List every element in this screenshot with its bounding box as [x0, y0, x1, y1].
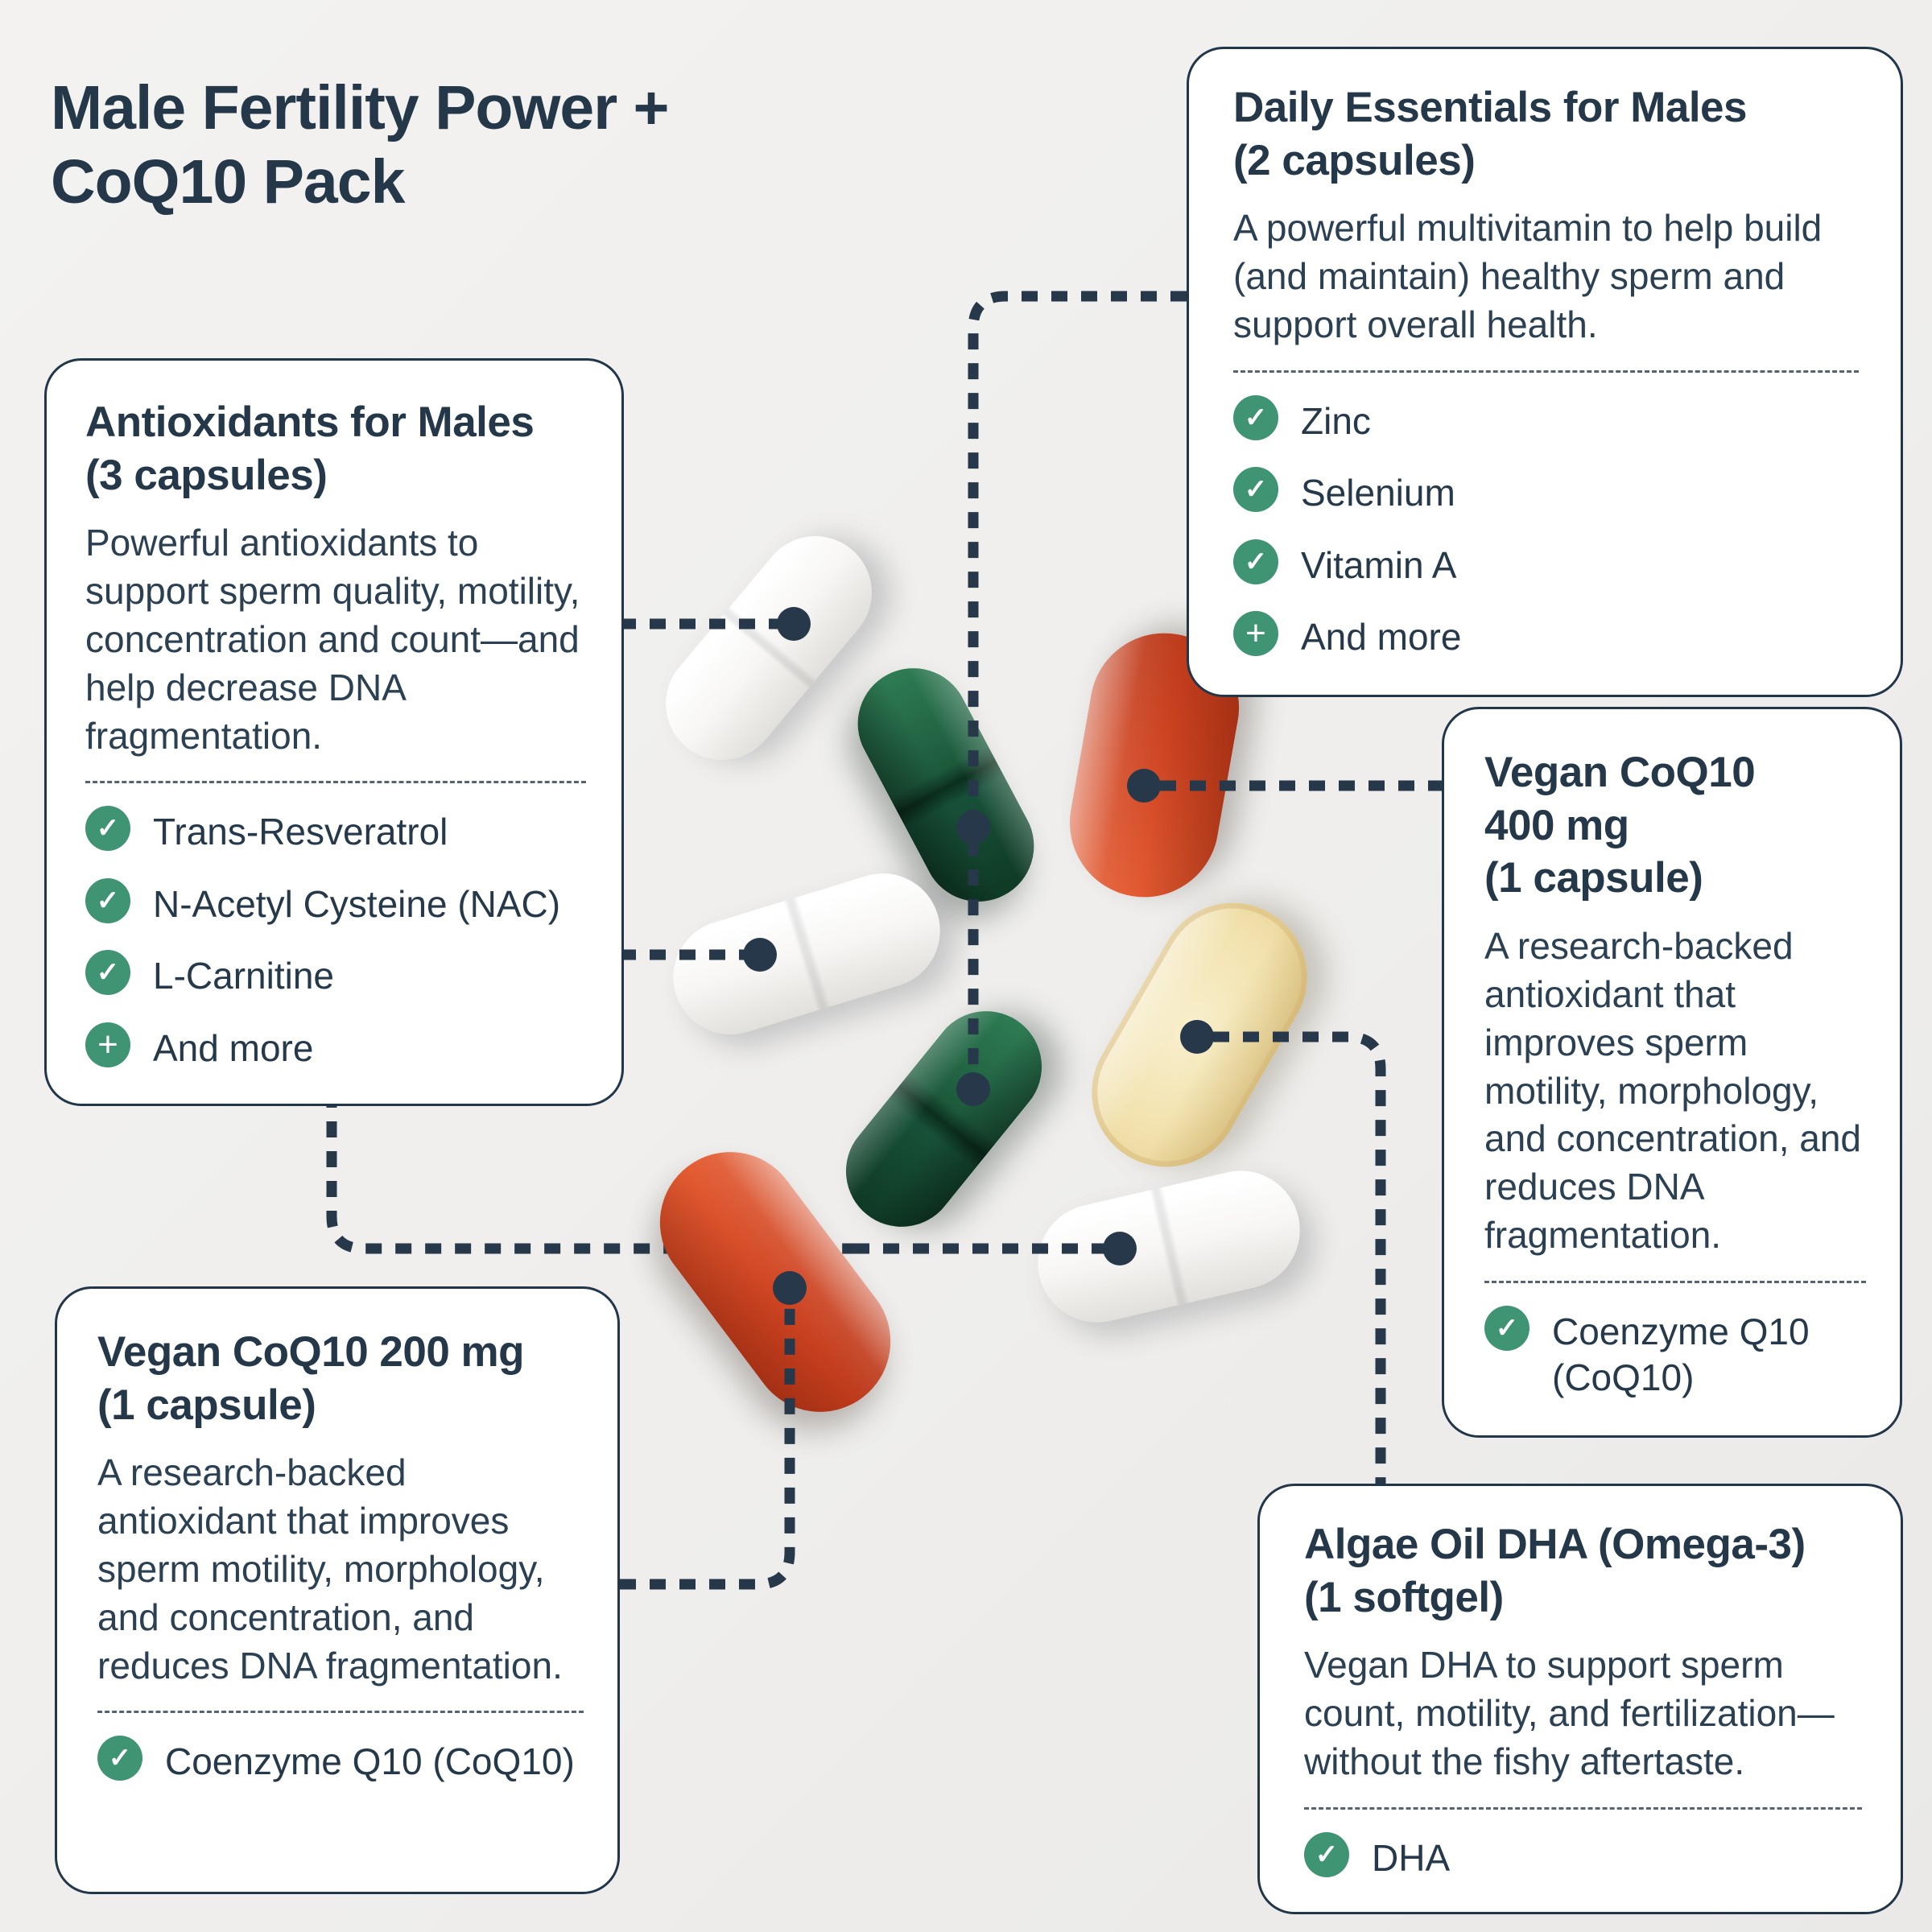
check-icon: ✓ [1233, 394, 1278, 440]
list-item: ✓ Selenium [1233, 465, 1859, 517]
callout-vegan-coq10-400: Vegan CoQ10 400 mg (1 capsule) A researc… [1442, 707, 1902, 1438]
list-item-label: L-Carnitine [153, 955, 334, 997]
callout-title-capsules: (1 softgel) [1304, 1573, 1504, 1621]
list-item-label: Zinc [1301, 399, 1371, 442]
connector-daily-essentials [968, 291, 1187, 1073]
callout-vegan-coq10-200: Vegan CoQ10 200 mg (1 capsule) A researc… [55, 1286, 620, 1894]
callout-description: Vegan DHA to support sperm count, motili… [1304, 1644, 1835, 1783]
callout-title: Daily Essentials for Males [1233, 84, 1748, 131]
callout-title-capsules: (1 capsule) [1484, 854, 1703, 902]
anchor-dot-white-capsule-1 [777, 607, 811, 641]
anchor-dot-green-capsule-2 [956, 1072, 990, 1106]
plus-icon: + [1233, 611, 1278, 657]
list-item-label: Selenium [1301, 472, 1455, 514]
dashed-divider [85, 781, 586, 784]
callout-title-capsules: (2 capsules) [1233, 136, 1476, 184]
list-item: ✓ Zinc [1233, 394, 1859, 445]
list-item-label: Trans-Resveratrol [153, 811, 448, 853]
anchor-dot-yellow-softgel [1180, 1020, 1214, 1054]
callout-description: A research-backed antioxidant that impro… [97, 1451, 563, 1686]
check-icon: ✓ [85, 877, 130, 923]
callout-description: Powerful antioxidants to support sperm q… [85, 522, 580, 757]
callout-title: Algae Oil DHA (Omega-3) [1304, 1521, 1806, 1568]
check-icon: ✓ [1304, 1831, 1349, 1877]
callout-algae-oil-dha: Algae Oil DHA (Omega-3) (1 softgel) Vega… [1257, 1484, 1903, 1915]
check-icon: ✓ [85, 950, 130, 996]
list-item: ✓ L-Carnitine [85, 948, 586, 1000]
page-title: Male Fertility Power + CoQ10 Pack [51, 71, 670, 220]
anchor-dot-red-capsule-2 [773, 1271, 807, 1305]
connector-antioxidants-capsule3 [326, 1002, 853, 1254]
callout-title-dose: 400 mg [1484, 801, 1629, 849]
list-item: + And more [85, 1021, 586, 1072]
check-icon: ✓ [1233, 539, 1278, 584]
callout-title: Vegan CoQ10 [1484, 749, 1756, 796]
list-item: ✓ Coenzyme Q10 (CoQ10) [1484, 1304, 1866, 1402]
callout-antioxidants: Antioxidants for Males (3 capsules) Powe… [44, 358, 624, 1107]
list-item: ✓ DHA [1304, 1831, 1862, 1882]
list-item-label: DHA [1372, 1836, 1451, 1879]
page-title-line1: Male Fertility Power + [51, 73, 670, 142]
list-item: + And more [1233, 609, 1859, 661]
callout-description: A powerful multivitamin to help build (a… [1233, 207, 1823, 346]
callout-title-capsules: (1 capsule) [97, 1381, 316, 1429]
page-title-line2: CoQ10 Pack [51, 147, 405, 217]
anchor-dot-white-capsule-2 [743, 938, 777, 972]
list-item: ✓ Coenzyme Q10 (CoQ10) [97, 1734, 584, 1785]
callout-title: Antioxidants for Males [85, 398, 535, 446]
dashed-divider [97, 1711, 584, 1714]
check-icon: ✓ [1484, 1305, 1530, 1351]
list-item: ✓ Trans-Resveratrol [85, 804, 586, 856]
plus-icon: + [85, 1022, 130, 1067]
list-item: ✓ N-Acetyl Cysteine (NAC) [85, 877, 586, 928]
list-item-label: Vitamin A [1301, 543, 1457, 586]
check-icon: ✓ [1233, 467, 1278, 513]
dashed-divider [1233, 369, 1859, 373]
list-item-label: Coenzyme Q10 (CoQ10) [1552, 1310, 1810, 1399]
list-item-label: And more [1301, 616, 1462, 658]
anchor-dot-white-capsule-3 [1103, 1232, 1137, 1265]
dashed-divider [1304, 1806, 1862, 1810]
list-item: ✓ Vitamin A [1233, 538, 1859, 589]
check-icon: ✓ [97, 1736, 142, 1781]
anchor-dot-red-capsule-1 [1127, 769, 1161, 803]
list-item-label: Coenzyme Q10 (CoQ10) [165, 1740, 575, 1783]
callout-description: A research-backed antioxidant that impro… [1484, 925, 1862, 1256]
list-item-label: And more [153, 1026, 314, 1069]
connector-algae-dha [1213, 1031, 1386, 1484]
list-item-label: N-Acetyl Cysteine (NAC) [153, 882, 561, 925]
dashed-divider [1484, 1280, 1866, 1283]
callout-title: Vegan CoQ10 200 mg [97, 1328, 525, 1376]
callout-daily-essentials: Daily Essentials for Males (2 capsules) … [1187, 47, 1903, 697]
check-icon: ✓ [85, 806, 130, 852]
anchor-dot-green-capsule-1 [956, 811, 990, 844]
connector-coq10-200 [620, 1304, 795, 1590]
callout-title-capsules: (3 capsules) [85, 451, 328, 499]
